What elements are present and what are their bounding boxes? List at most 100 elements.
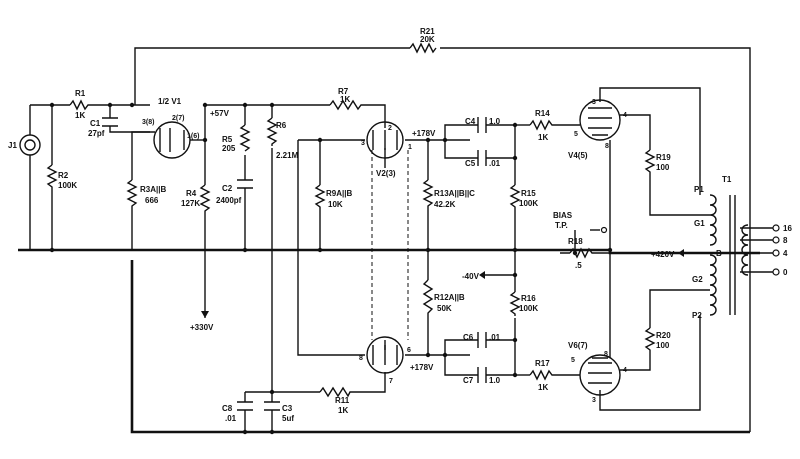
label-r2-ref: R2: [58, 171, 69, 180]
label-c5-val: .01: [489, 159, 501, 168]
label-t1: T1: [722, 175, 732, 184]
label-v6-pin-8: 8: [604, 351, 608, 358]
r12-resistor: [422, 279, 434, 325]
label-v4-pin-5: 5: [574, 131, 578, 138]
label-bias-tp: T.P.: [555, 221, 568, 230]
label-r6-val: 2.21M: [276, 151, 299, 160]
label-r6-ref: R6: [276, 121, 287, 130]
label-v6: V6(7): [568, 341, 588, 350]
label-r14-ref: R14: [535, 109, 550, 118]
label-c4-val: 1.0: [489, 117, 501, 126]
label-v2-bottom-pin-6: 6: [407, 347, 411, 354]
label-r12-val: 50K: [437, 304, 452, 313]
label-c8-val: .01: [225, 414, 237, 423]
r1-resistor: [69, 99, 90, 111]
c8-capacitor: [237, 401, 253, 411]
label-v4: V4(5): [568, 151, 588, 160]
r7-resistor: [329, 99, 365, 111]
r21-resistor: [409, 42, 437, 54]
label-v1: 1/2 V1: [158, 97, 182, 106]
label-v6-pin-3: 3: [592, 397, 596, 404]
output-terminals: [772, 224, 780, 276]
label-r11-val: 1K: [338, 406, 348, 415]
label-v2-top-pin-2: 2: [388, 125, 392, 132]
label-c3-ref: C3: [282, 404, 293, 413]
labels: J1 R1 1K C1 27pf R2 100K 1/2 V1 3(8) 2(7…: [8, 27, 792, 423]
label-r17-val: 1K: [538, 383, 548, 392]
label-v178-bottom: +178V: [410, 363, 434, 372]
label-r12-ref: R12A||B: [434, 293, 465, 302]
label-r9-val: 10K: [328, 200, 343, 209]
label-r20-ref: R20: [656, 331, 671, 340]
junction-dots: [49, 102, 613, 435]
label-out-16: 16: [783, 224, 792, 233]
label-r16-val: 100K: [519, 304, 538, 313]
label-v2-top-pin-3: 3: [361, 140, 365, 147]
label-c7-ref: C7: [463, 376, 474, 385]
label-r2-val: 100K: [58, 181, 77, 190]
c6-capacitor: [477, 332, 487, 348]
label-r11-ref: R11: [335, 396, 350, 405]
label-r3-val: 666: [145, 196, 159, 205]
label-v4-pin-3: 3: [592, 99, 596, 106]
label-c4-ref: C4: [465, 117, 476, 126]
label-v4-pin-4: 4: [623, 112, 627, 119]
label-r19-ref: R19: [656, 153, 671, 162]
label-r18-val: .5: [575, 261, 582, 270]
r4-resistor: [199, 184, 211, 215]
label-c1-val: 27pf: [88, 129, 105, 138]
label-r18-ref: R18: [568, 237, 583, 246]
label-r13-ref: R13A||B||C: [434, 189, 475, 198]
label-v2-bottom-pin-7: 7: [389, 378, 393, 385]
label-t1-p1: P1: [694, 185, 704, 194]
label-r13-val: 42.2K: [434, 200, 456, 209]
label-r20-val: 100: [656, 341, 670, 350]
label-t1-g1: G1: [694, 219, 705, 228]
label-t1-p2: P2: [692, 311, 702, 320]
label-r15-val: 100K: [519, 199, 538, 208]
j1-jack: [19, 134, 41, 156]
label-out-4: 4: [783, 249, 788, 258]
label-c8-ref: C8: [222, 404, 233, 413]
r19-resistor: [644, 149, 656, 178]
label-v6-pin-5: 5: [571, 357, 575, 364]
label-r1-val: 1K: [75, 111, 85, 120]
label-r21-ref: R21: [420, 27, 435, 36]
label-r1-ref: R1: [75, 89, 86, 98]
label-c3-val: 5uf: [282, 414, 294, 423]
v1-tube: [153, 121, 191, 159]
label-c6-ref: C6: [463, 333, 474, 342]
label-c5-ref: C5: [465, 159, 476, 168]
r17-resistor: [529, 369, 555, 381]
capacitor-symbols: [102, 117, 492, 411]
label-v330: +330V: [190, 323, 214, 332]
c4-capacitor: [477, 117, 487, 133]
label-t1-b: B: [716, 249, 722, 258]
label-r16-ref: R16: [521, 294, 536, 303]
label-t1-g2: G2: [692, 275, 703, 284]
label-r17-ref: R17: [535, 359, 550, 368]
label-out-8: 8: [783, 236, 788, 245]
c2-capacitor: [237, 179, 253, 189]
label-v2-bottom-pin-8: 8: [359, 355, 363, 362]
r16-resistor: [509, 291, 521, 316]
supply-arrows: [201, 249, 690, 318]
label-r4-ref: R4: [186, 189, 197, 198]
r14-resistor: [529, 119, 555, 131]
v2-top-tube: [366, 121, 404, 159]
label-c2-val: 2400pf: [216, 196, 242, 205]
r2-resistor: [46, 164, 58, 192]
label-r21-val: 20K: [420, 35, 435, 44]
label-r14-val: 1K: [538, 133, 548, 142]
r18-resistor: [569, 247, 598, 259]
t1-transformer: [709, 194, 749, 316]
label-r19-val: 100: [656, 163, 670, 172]
r6-resistor: [266, 117, 278, 146]
r5-resistor: [239, 124, 251, 152]
c3-capacitor: [264, 401, 280, 411]
label-r7-val: 1K: [340, 95, 350, 104]
c1-capacitor: [102, 117, 118, 127]
label-bias: BIAS: [553, 211, 573, 220]
label-vneg40: -40V: [462, 272, 480, 281]
